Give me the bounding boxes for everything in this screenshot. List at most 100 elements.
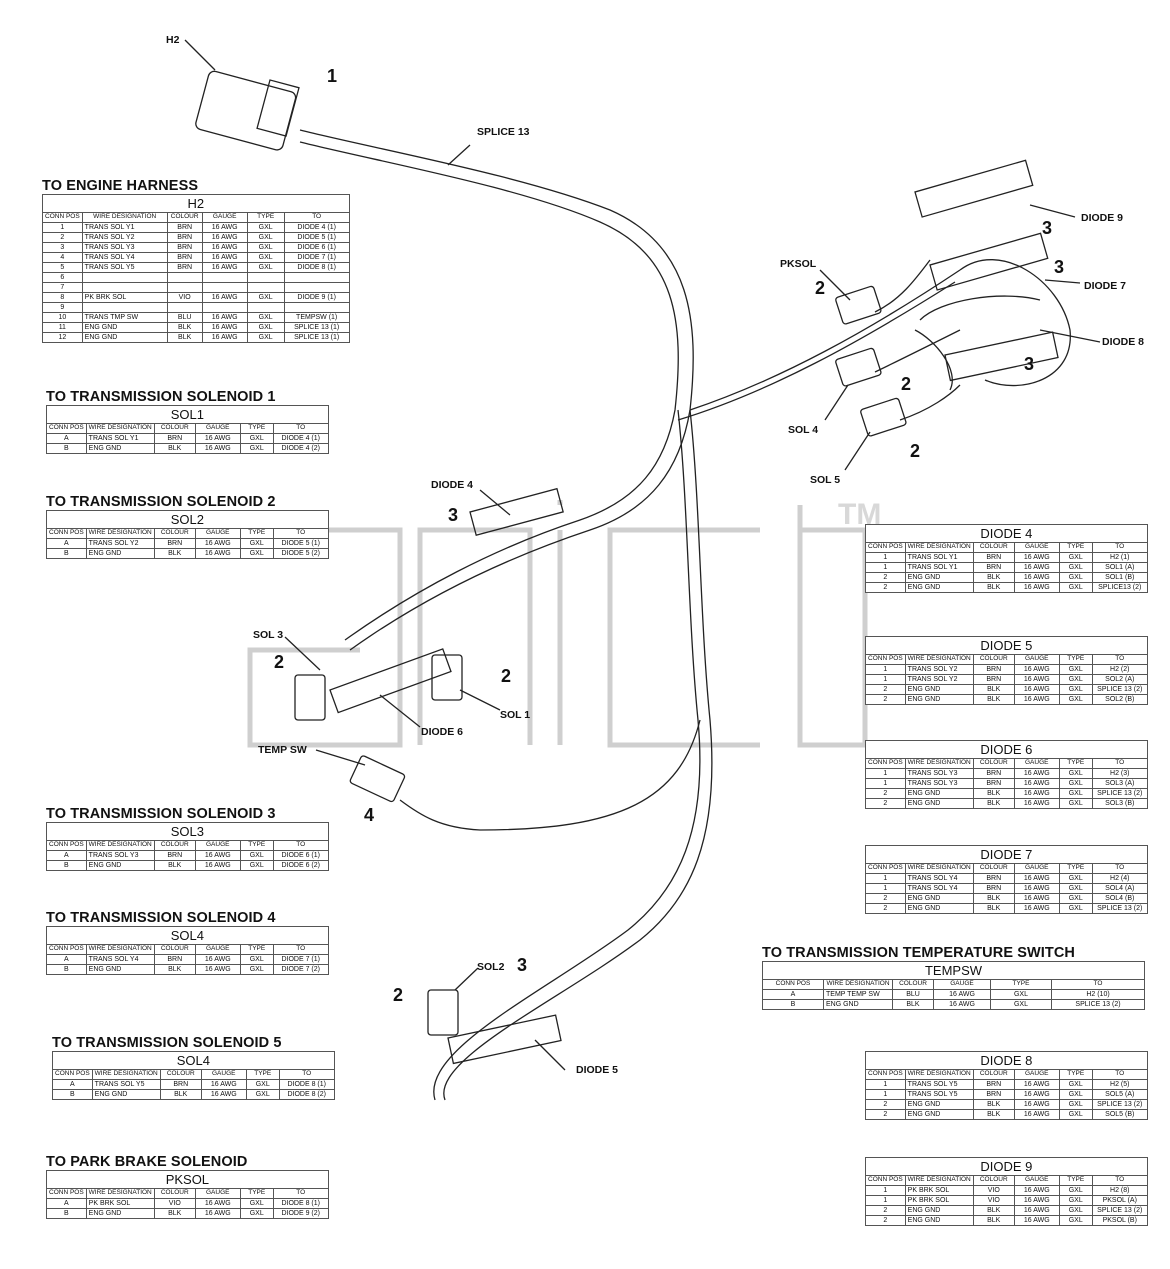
header-cell: WIRE DESIGNATION (91, 1069, 161, 1080)
table-cell: A (762, 989, 824, 1000)
table-cell: 16 AWG (1013, 1215, 1060, 1226)
callout-diode8: DIODE 8 (1102, 336, 1145, 348)
table-cell (166, 302, 203, 313)
header-cell: WIRE DESIGNATION (904, 758, 974, 769)
table-cell: BLK (892, 999, 934, 1010)
table-cell: H2 (1) (1091, 552, 1148, 563)
header-cell: TO (283, 212, 350, 223)
table-cell: TRANS SOL Y5 (904, 1079, 974, 1090)
table-caption: DIODE 4 (865, 524, 1148, 543)
table-cell: SOL4 (A) (1091, 883, 1148, 894)
table-cell: BRN (972, 873, 1015, 884)
table-caption: DIODE 7 (865, 845, 1148, 864)
callout-diode6: DIODE 6 (421, 726, 464, 738)
table-cell: SOL5 (A) (1091, 1089, 1148, 1100)
table-cell: BLK (153, 964, 196, 975)
table-cell: GXL (246, 322, 285, 333)
table-cell: GXL (239, 433, 274, 444)
table-cell: H2 (10) (1051, 989, 1145, 1000)
table-cell: GXL (1058, 582, 1093, 593)
table-cell: 3 (42, 242, 83, 253)
table-cell: BRN (972, 1089, 1015, 1100)
header-cell: CONN POS (865, 542, 906, 553)
table-cell: 16 AWG (1013, 873, 1060, 884)
callout-h2: H2 (166, 34, 180, 46)
table-title: TO PARK BRAKE SOLENOID (46, 1154, 248, 1170)
table-cell: PKSOL (A) (1091, 1195, 1148, 1206)
table-cell: 16 AWG (1013, 778, 1060, 789)
header-cell: WIRE DESIGNATION (904, 1069, 974, 1080)
table-cell: GXL (1058, 903, 1093, 914)
callout-sol5: SOL 5 (810, 474, 841, 486)
item-number-2: 2 (501, 666, 512, 686)
sol5-connector (860, 397, 907, 437)
table-cell: BLK (153, 860, 196, 871)
table-cell: PK BRK SOL (81, 292, 168, 303)
table-cell (246, 282, 285, 293)
table-cell: BLK (972, 798, 1015, 809)
table-row: 9 (42, 302, 350, 313)
callout-diode5: DIODE 5 (576, 1064, 619, 1076)
table-cell: BRN (166, 232, 203, 243)
table-cell: BLK (166, 322, 203, 333)
table-cell: 2 (865, 572, 906, 583)
table-cell (246, 302, 285, 313)
table-cell: ENG GND (85, 1208, 155, 1219)
header-cell: GAUGE (933, 979, 991, 990)
table-cell: DIODE 6 (2) (272, 860, 329, 871)
table-cell: GXL (246, 222, 285, 233)
table-cell: DIODE 7 (1) (283, 252, 350, 263)
header-cell: WIRE DESIGNATION (81, 212, 168, 223)
table-cell: TRANS SOL Y1 (85, 433, 155, 444)
table-cell: BRN (159, 1079, 202, 1090)
table-cell: BRN (972, 1079, 1015, 1090)
table-cell: ENG GND (904, 788, 974, 799)
table-cell: GXL (239, 443, 274, 454)
table-cell: TRANS SOL Y5 (904, 1089, 974, 1100)
table-title: TO TRANSMISSION SOLENOID 3 (46, 806, 276, 822)
table-cell: BLU (892, 989, 934, 1000)
table-cell (166, 282, 203, 293)
table-cell: GXL (1058, 1099, 1093, 1110)
table-cell: 1 (865, 1089, 906, 1100)
table-cell: ENG GND (823, 999, 893, 1010)
callout-pksol: PKSOL (780, 258, 817, 270)
table-cell: TRANS SOL Y2 (904, 664, 974, 675)
header-cell: TO (1091, 758, 1148, 769)
table-cell: 2 (865, 903, 906, 914)
table-cell: 16 AWG (1013, 664, 1060, 675)
header-cell: WIRE DESIGNATION (85, 528, 155, 539)
table-cell: ENG GND (904, 684, 974, 695)
table-cell: 16 AWG (201, 332, 248, 343)
table-cell: BRN (972, 768, 1015, 779)
table-row: 6 (42, 272, 350, 283)
table-cell: ENG GND (81, 322, 168, 333)
header-cell: TO (1091, 654, 1148, 665)
table-cell: SOL3 (A) (1091, 778, 1148, 789)
table-cell: BRN (166, 262, 203, 273)
table-cell: GXL (1058, 1195, 1093, 1206)
header-cell: GAUGE (201, 212, 248, 223)
table-cell: 16 AWG (194, 954, 241, 965)
table-cell: 6 (42, 272, 83, 283)
table-cell: ENG GND (85, 443, 155, 454)
table-cell (201, 272, 248, 283)
header-cell: GAUGE (194, 1188, 241, 1199)
table-cell: SPLICE 13 (1) (283, 322, 350, 333)
header-cell: TYPE (239, 423, 274, 434)
